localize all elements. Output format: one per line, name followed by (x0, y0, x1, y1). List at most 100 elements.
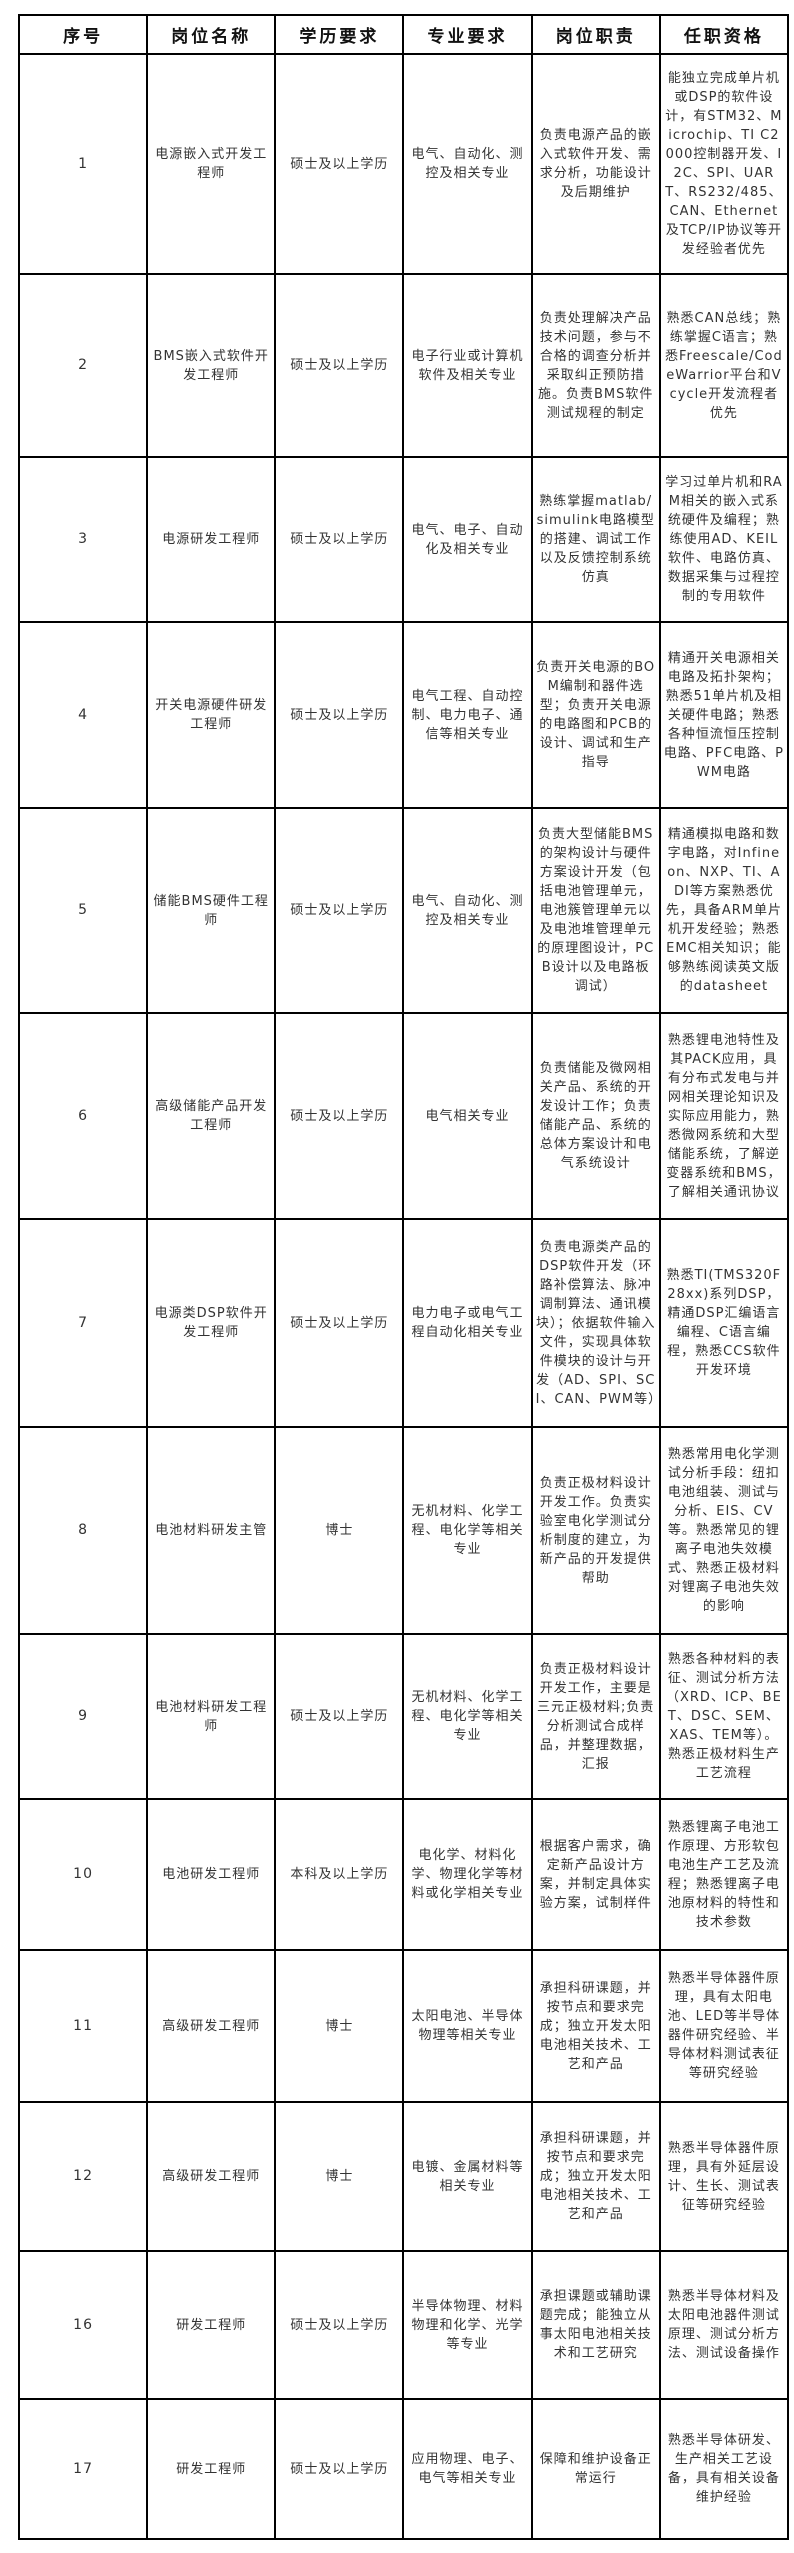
cell-major: 太阳电池、半导体物理等相关专业 (402, 1949, 533, 2103)
header-duties: 岗位职责 (530, 14, 661, 55)
cell-education: 硕士及以上学历 (274, 807, 405, 1014)
cell-major: 电气、自动化、测控及相关专业 (402, 807, 533, 1014)
cell-major: 电子行业或计算机软件及相关专业 (402, 273, 533, 458)
cell-education: 硕士及以上学历 (274, 1218, 405, 1428)
cell-education: 博士 (274, 2101, 405, 2252)
cell-position-name: 高级研发工程师 (146, 1949, 277, 2103)
cell-qualifications: 精通模拟电路和数字电路，对Infineon、NXP、TI、ADI等方案熟悉优先，… (658, 807, 790, 1014)
cell-qualifications: 熟悉常用电化学测试分析手段：纽扣电池组装、测试与分析、EIS、CV等。熟悉常见的… (658, 1426, 790, 1635)
cell-position-name: 研发工程师 (146, 2398, 277, 2540)
header-index: 序号 (17, 14, 149, 55)
cell-major: 无机材料、化学工程、电化学等相关专业 (402, 1633, 533, 1800)
cell-index: 1 (17, 53, 149, 275)
cell-index: 5 (17, 807, 149, 1014)
cell-qualifications: 熟悉半导体材料及太阳电池器件测试原理、测试分析方法、测试设备操作 (658, 2250, 790, 2400)
cell-duties: 根据客户需求，确定新产品设计方案，并制定具体实验方案，试制样件 (530, 1798, 661, 1951)
cell-major: 电力电子或电气工程自动化相关专业 (402, 1218, 533, 1428)
cell-index: 7 (17, 1218, 149, 1428)
cell-position-name: 电源嵌入式开发工程师 (146, 53, 277, 275)
cell-index: 8 (17, 1426, 149, 1635)
cell-index: 10 (17, 1798, 149, 1951)
header-qualifications: 任职资格 (658, 14, 790, 55)
table-header-row: 序号 岗位名称 学历要求 专业要求 岗位职责 任职资格 (17, 14, 790, 55)
cell-position-name: 电池材料研发主管 (146, 1426, 277, 1635)
cell-position-name: 研发工程师 (146, 2250, 277, 2400)
cell-duties: 承担课题或辅助课题完成；能独立从事太阳电池相关技术和工艺研究 (530, 2250, 661, 2400)
cell-index: 12 (17, 2101, 149, 2252)
cell-position-name: 电池材料研发工程师 (146, 1633, 277, 1800)
cell-index: 4 (17, 621, 149, 809)
cell-education: 博士 (274, 1426, 405, 1635)
cell-major: 电气、自动化、测控及相关专业 (402, 53, 533, 275)
cell-position-name: BMS嵌入式软件开发工程师 (146, 273, 277, 458)
cell-major: 应用物理、电子、电气等相关专业 (402, 2398, 533, 2540)
cell-qualifications: 熟悉半导体器件原理，具有太阳电池、LED等半导体器件研究经验、半导体材料测试表征… (658, 1949, 790, 2103)
cell-education: 博士 (274, 1949, 405, 2103)
cell-major: 电气相关专业 (402, 1012, 533, 1220)
cell-duties: 负责储能及微网相关产品、系统的开发设计工作；负责储能产品、系统的总体方案设计和电… (530, 1012, 661, 1220)
cell-major: 电气、电子、自动化及相关专业 (402, 456, 533, 623)
cell-major: 电镀、金属材料等相关专业 (402, 2101, 533, 2252)
cell-education: 硕士及以上学历 (274, 456, 405, 623)
cell-index: 11 (17, 1949, 149, 2103)
cell-education: 本科及以上学历 (274, 1798, 405, 1951)
cell-duties: 负责电源类产品的DSP软件开发（环路补偿算法、脉冲调制算法、通讯模块）；依据软件… (530, 1218, 661, 1428)
cell-major: 电气工程、自动控制、电力电子、通信等相关专业 (402, 621, 533, 809)
cell-education: 硕士及以上学历 (274, 273, 405, 458)
cell-qualifications: 学习过单片机和RAM相关的嵌入式系统硬件及编程；熟练使用AD、KEIL软件、电路… (658, 456, 790, 623)
cell-duties: 熟练掌握matlab/simulink电路模型的搭建、调试工作以及反馈控制系统仿… (530, 456, 661, 623)
cell-position-name: 电池研发工程师 (146, 1798, 277, 1951)
cell-education: 硕士及以上学历 (274, 53, 405, 275)
cell-duties: 负责处理解决产品技术问题，参与不合格的调查分析并采取纠正预防措施。负责BMS软件… (530, 273, 661, 458)
cell-qualifications: 精通开关电源相关电路及拓扑架构；熟悉51单片机及相关硬件电路；熟悉各种恒流恒压控… (658, 621, 790, 809)
cell-index: 2 (17, 273, 149, 458)
cell-major: 无机材料、化学工程、电化学等相关专业 (402, 1426, 533, 1635)
cell-index: 16 (17, 2250, 149, 2400)
cell-education: 硕士及以上学历 (274, 1633, 405, 1800)
cell-major: 半导体物理、材料物理和化学、光学等专业 (402, 2250, 533, 2400)
cell-position-name: 电源类DSP软件开发工程师 (146, 1218, 277, 1428)
cell-index: 9 (17, 1633, 149, 1800)
cell-qualifications: 能独立完成单片机或DSP的软件设计，有STM32、Microchip、TI C2… (658, 53, 790, 275)
cell-duties: 负责开关电源的BOM编制和器件选型；负责开关电源的电路图和PCB的设计、调试和生… (530, 621, 661, 809)
cell-qualifications: 熟悉各种材料的表征、测试分析方法（XRD、ICP、BET、DSC、SEM、XAS… (658, 1633, 790, 1800)
cell-education: 硕士及以上学历 (274, 2398, 405, 2540)
cell-education: 硕士及以上学历 (274, 621, 405, 809)
cell-qualifications: 熟悉半导体研发、生产相关工艺设备，具有相关设备维护经验 (658, 2398, 790, 2540)
cell-position-name: 电源研发工程师 (146, 456, 277, 623)
header-major: 专业要求 (402, 14, 533, 55)
cell-major: 电化学、材料化学、物理化学等材料或化学相关专业 (402, 1798, 533, 1951)
cell-position-name: 储能BMS硬件工程师 (146, 807, 277, 1014)
cell-qualifications: 熟悉锂电池特性及其PACK应用，具有分布式发电与并网相关理论知识及实际应用能力，… (658, 1012, 790, 1220)
cell-duties: 负责正极材料设计开发工作，主要是三元正极材料;负责分析测试合成样品，并整理数据，… (530, 1633, 661, 1800)
cell-position-name: 开关电源硬件研发工程师 (146, 621, 277, 809)
cell-duties: 负责大型储能BMS的架构设计与硬件方案设计开发（包括电池管理单元，电池簇管理单元… (530, 807, 661, 1014)
cell-index: 17 (17, 2398, 149, 2540)
cell-position-name: 高级储能产品开发工程师 (146, 1012, 277, 1220)
cell-index: 6 (17, 1012, 149, 1220)
cell-qualifications: 熟悉半导体器件原理，具有外延层设计、生长、测试表征等研究经验 (658, 2101, 790, 2252)
cell-duties: 承担科研课题，并按节点和要求完成；独立开发太阳电池相关技术、工艺和产品 (530, 1949, 661, 2103)
cell-duties: 保障和维护设备正常运行 (530, 2398, 661, 2540)
cell-qualifications: 熟悉CAN总线；熟练掌握C语言；熟悉Freescale/CodeWarrior平… (658, 273, 790, 458)
cell-qualifications: 熟悉TI(TMS320F28xx)系列DSP，精通DSP汇编语言编程、C语言编程… (658, 1218, 790, 1428)
cell-education: 硕士及以上学历 (274, 1012, 405, 1220)
cell-qualifications: 熟悉锂离子电池工作原理、方形软包电池生产工艺及流程；熟悉锂离子电池原材料的特性和… (658, 1798, 790, 1951)
cell-duties: 负责电源产品的嵌入式软件开发、需求分析，功能设计及后期维护 (530, 53, 661, 275)
